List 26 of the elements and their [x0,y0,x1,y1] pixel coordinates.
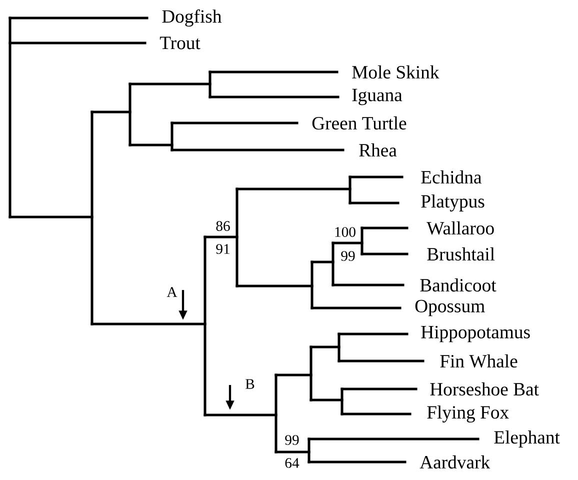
taxon-label: Elephant [494,430,560,448]
taxon-label: Hippopotamus [421,326,530,342]
taxon-label: Bandicoot [420,278,496,292]
taxon-label: Mole Skink [352,65,440,79]
taxon-label: Flying Fox [427,406,509,422]
taxon-label: Wallaroo [426,221,494,235]
bootstrap-value: 64 [285,458,300,468]
taxon-label: Trout [160,36,200,50]
taxon-label: Opossum [415,300,485,316]
taxon-label: Iguana [352,88,402,106]
taxon-label: Aardvark [420,455,490,469]
bootstrap-value: 99 [341,251,355,261]
taxon-label: Rhea [359,143,397,157]
taxon-label: Platypus [421,194,484,212]
taxon-label: Fin Whale [440,354,518,368]
taxon-label: Horseshoe Bat [430,382,539,396]
bootstrap-value: 100 [335,227,356,237]
taxon-label: Green Turtle [312,116,406,130]
bootstrap-value: 91 [216,244,230,254]
branch-label: B [246,379,254,389]
branch-label: A [166,287,178,297]
bootstrap-value: 86 [216,221,230,231]
bootstrap-value: 99 [285,435,299,445]
taxon-label: Brushtail [427,247,495,261]
taxon-label: Echidna [421,170,482,184]
taxon-label: Dogfish [162,9,222,27]
